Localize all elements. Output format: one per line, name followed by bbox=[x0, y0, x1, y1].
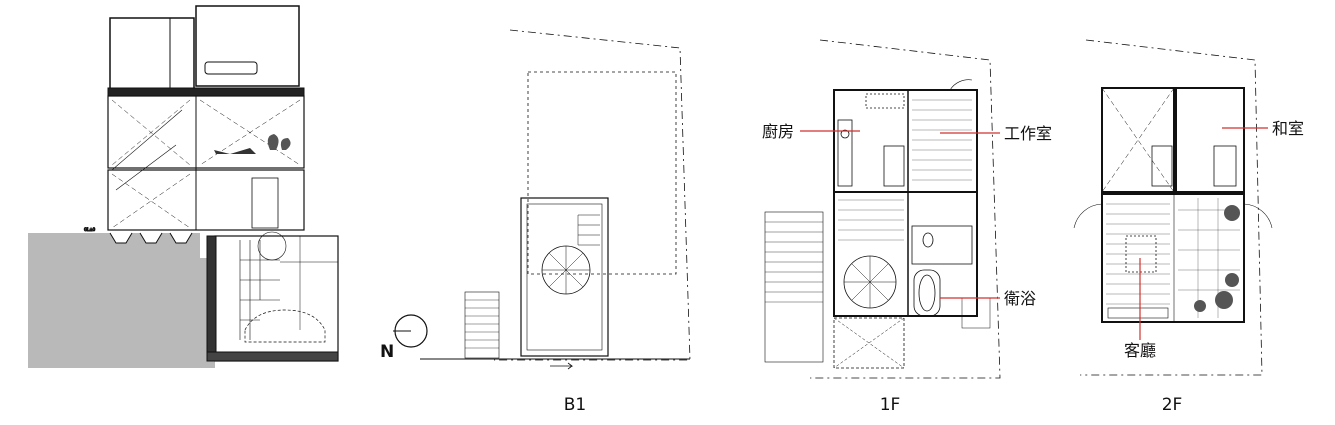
footing-blocks bbox=[109, 232, 193, 244]
f1-kitchen-counter bbox=[837, 119, 853, 187]
f1-stair bbox=[883, 145, 905, 187]
slab-band bbox=[107, 87, 305, 97]
f1-toilet-room bbox=[911, 225, 973, 265]
f2-balcony bbox=[1107, 307, 1169, 319]
b1-exterior-stair bbox=[464, 291, 500, 359]
stair-section-1 bbox=[111, 109, 183, 191]
plant-2 bbox=[1225, 273, 1239, 287]
f2-stair bbox=[1151, 145, 1173, 187]
basement-slab bbox=[206, 351, 339, 362]
section-drawing: GL±0 bbox=[28, 5, 345, 368]
f1-plan bbox=[764, 39, 1001, 379]
f2-void-room bbox=[1101, 87, 1175, 193]
f1-toilet bbox=[922, 232, 934, 248]
f2-dashed-rug bbox=[1125, 235, 1157, 273]
plant-4 bbox=[1194, 300, 1206, 312]
f2-site-outline bbox=[1080, 39, 1263, 376]
f1-bathtub bbox=[913, 269, 941, 317]
f1-bathtub-inner bbox=[918, 274, 936, 312]
japanese-room-callout: 和室 bbox=[1272, 119, 1304, 138]
plant-3 bbox=[1215, 291, 1233, 309]
basement-wall-left bbox=[206, 235, 217, 362]
f1-door-swing bbox=[949, 79, 973, 91]
north-label: N bbox=[380, 342, 394, 362]
plant-1 bbox=[1224, 205, 1240, 221]
f1-lower-outline bbox=[833, 191, 978, 317]
study-callout: 工作室 bbox=[1004, 124, 1052, 143]
f2-void-cross bbox=[1101, 87, 1175, 193]
f1-entry-void bbox=[833, 317, 905, 369]
f2-living-floor bbox=[1106, 203, 1170, 305]
b1-site-outline bbox=[494, 29, 691, 361]
f1-callout-lines bbox=[800, 130, 1000, 299]
ground-fill bbox=[28, 233, 345, 368]
bath-callout: 衛浴 bbox=[1004, 289, 1036, 308]
b1-building-dashed bbox=[527, 71, 677, 275]
b1-plan-label: B1 bbox=[564, 395, 586, 415]
b1-entry-arrow bbox=[550, 362, 574, 370]
door-section bbox=[251, 177, 279, 229]
f2-left-door bbox=[1073, 203, 1103, 229]
roof-box-left bbox=[109, 17, 195, 91]
f2-terrace-grid bbox=[1178, 198, 1240, 318]
f2-callout-lines bbox=[1139, 127, 1268, 340]
roof-box-right bbox=[195, 5, 300, 87]
f2-plan bbox=[1073, 39, 1273, 376]
car-outline bbox=[244, 309, 326, 343]
f2-japanese-stair bbox=[1213, 145, 1237, 187]
level-1-box bbox=[107, 169, 305, 231]
b1-plan bbox=[393, 29, 691, 370]
f2-plants bbox=[1194, 205, 1240, 312]
basement-stair bbox=[239, 231, 287, 340]
f1-hall-floor bbox=[838, 199, 904, 241]
lounge-chair-section bbox=[214, 148, 256, 154]
f2-japanese-room bbox=[1175, 87, 1245, 193]
f1-exterior-stair bbox=[764, 211, 824, 363]
f1-study-floor bbox=[912, 99, 972, 181]
f1-plan-label: 1F bbox=[880, 395, 901, 415]
plant-section bbox=[267, 134, 291, 150]
f1-entry-cross bbox=[833, 317, 905, 369]
b1-stair-run bbox=[577, 214, 600, 246]
f2-right-door bbox=[1243, 203, 1273, 229]
level-2-box bbox=[107, 95, 305, 169]
f1-exterior-treads bbox=[765, 221, 823, 303]
b1-spiral-treads bbox=[542, 246, 590, 294]
f1-site-outline bbox=[810, 39, 1001, 379]
bathtub-section bbox=[204, 61, 258, 75]
section-level-label: GL±0 bbox=[84, 227, 96, 232]
b1-basement-inner bbox=[526, 203, 603, 351]
kitchen-callout: 廚房 bbox=[762, 122, 794, 141]
f2-plan-label: 2F bbox=[1162, 395, 1183, 415]
b1-exterior-treads bbox=[465, 299, 499, 349]
b1-basement-walls bbox=[520, 197, 609, 357]
f2-living-room bbox=[1101, 193, 1245, 323]
f1-sink bbox=[840, 129, 850, 139]
section-crosses bbox=[111, 99, 301, 229]
living-callout: 客廳 bbox=[1124, 341, 1156, 360]
f1-building-outline bbox=[833, 89, 978, 193]
f1-skylight bbox=[865, 93, 905, 109]
f1-spiral-treads bbox=[844, 256, 896, 308]
